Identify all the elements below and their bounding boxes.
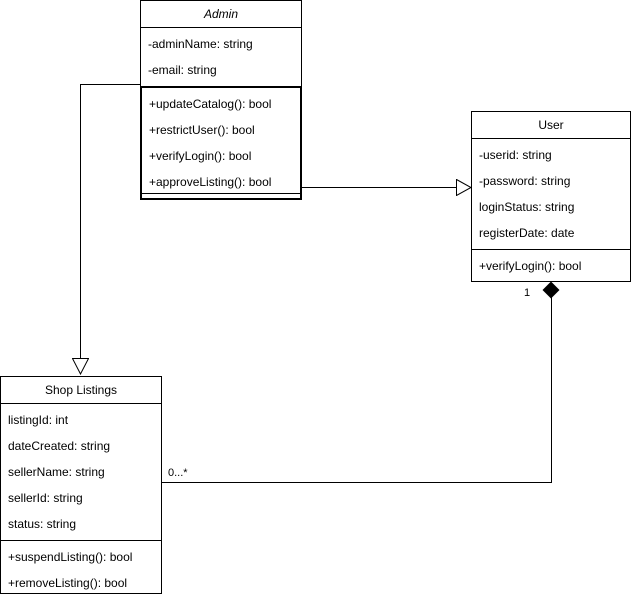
attribute-row: loginStatus: string <box>479 200 575 214</box>
operation-row: +approveListing(): bool <box>149 175 272 189</box>
connector-user-listings-horizontal <box>162 482 552 483</box>
composition-diamond-user <box>542 281 560 299</box>
class-title-admin: Admin <box>203 7 238 21</box>
operations-compartment-shop-listings: +suspendListing(): bool +removeListing()… <box>1 540 161 596</box>
operation-row: +suspendListing(): bool <box>8 550 133 564</box>
attribute-row: -password: string <box>479 174 571 188</box>
uml-class-user[interactable]: User -userid: string -password: string l… <box>471 111 631 282</box>
operations-compartment-user: +verifyLogin(): bool <box>472 249 630 282</box>
operation-row: +updateCatalog(): bool <box>149 97 272 111</box>
connector-admin-listings-vertical <box>80 84 81 359</box>
uml-class-shop-listings[interactable]: Shop Listings listingId: int dateCreated… <box>0 376 162 594</box>
connector-admin-user-horizontal <box>301 187 458 188</box>
attribute-row: -email: string <box>148 63 217 77</box>
attribute-row: sellerName: string <box>8 465 105 479</box>
attribute-row: -adminName: string <box>148 37 253 51</box>
operation-row: +verifyLogin(): bool <box>479 259 582 273</box>
attribute-row: listingId: int <box>8 413 69 427</box>
attribute-row: registerDate: date <box>479 226 575 240</box>
operation-row: +removeListing(): bool <box>8 576 128 590</box>
generalization-arrowhead-shoplistings <box>72 358 89 375</box>
connector-admin-listings-horizontal <box>80 84 141 85</box>
class-title-shop-listings: Shop Listings <box>44 383 118 397</box>
operation-row: +restrictUser(): bool <box>149 123 255 137</box>
attribute-row: status: string <box>8 517 77 531</box>
multiplicity-shoplistings: 0...* <box>168 467 188 479</box>
attributes-compartment-admin: -adminName: string -email: string <box>141 27 301 86</box>
generalization-arrowhead-user <box>456 179 472 196</box>
attribute-row: -userid: string <box>479 148 552 162</box>
class-title-user: User <box>538 118 564 132</box>
uml-class-admin[interactable]: Admin -adminName: string -email: string … <box>140 0 302 200</box>
attributes-compartment-shop-listings: listingId: int dateCreated: string selle… <box>1 403 161 540</box>
attribute-row: sellerId: string <box>8 491 83 505</box>
operations-compartment-admin: +updateCatalog(): bool +restrictUser(): … <box>140 86 302 200</box>
attribute-row: dateCreated: string <box>8 439 111 453</box>
operation-row: +verifyLogin(): bool <box>149 149 252 163</box>
connector-user-listings-vertical <box>551 294 552 483</box>
attributes-compartment-user: -userid: string -password: string loginS… <box>472 138 630 249</box>
multiplicity-user: 1 <box>524 287 531 299</box>
